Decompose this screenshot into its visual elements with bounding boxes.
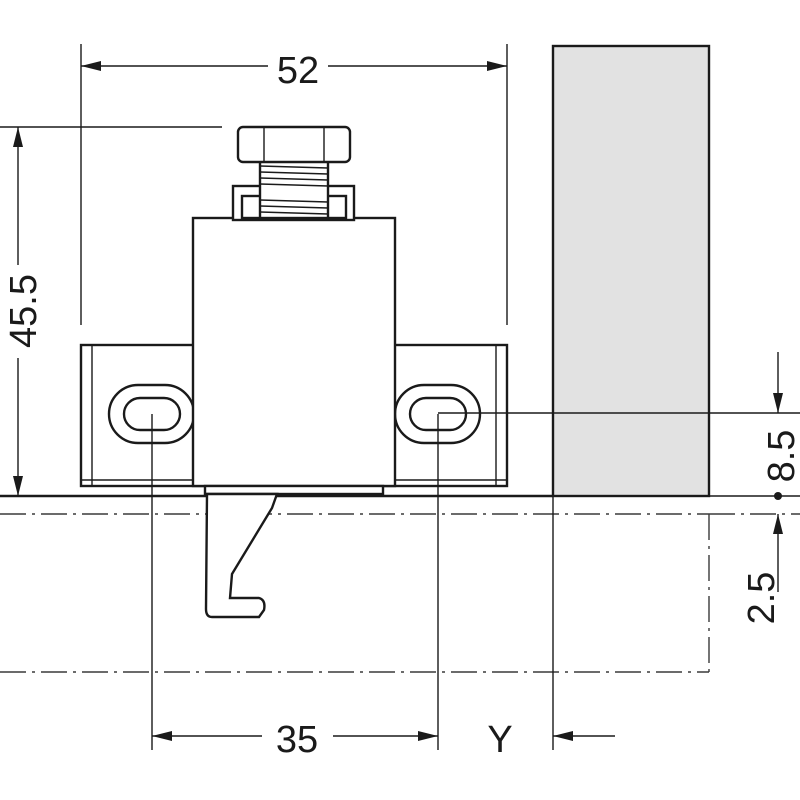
- side-panel: [551, 44, 711, 498]
- catch-housing: [191, 216, 397, 496]
- dimension-overlap-label: 2.5: [741, 572, 783, 625]
- dimension-overlap: 2.5: [741, 514, 783, 624]
- dimension-hole-spacing: 35: [152, 719, 438, 761]
- dimension-hole-offset-label: 8.5: [761, 430, 800, 483]
- dimension-height-label: 45.5: [3, 274, 45, 348]
- dimension-width-label: 52: [277, 50, 319, 92]
- dimension-hole-spacing-label: 35: [276, 719, 318, 761]
- dimension-hole-offset: 8.5: [438, 352, 800, 500]
- dimension-door-gap-label: Y: [487, 719, 512, 761]
- adjustment-screw: [231, 125, 356, 222]
- hole-centerlines: [151, 414, 554, 750]
- dimension-height: 45.5: [0, 126, 222, 496]
- latch-hook: [204, 492, 279, 619]
- dimension-door-gap: Y: [487, 719, 615, 761]
- dimension-width: 52: [80, 44, 508, 325]
- door-outline-dashed: [0, 513, 800, 673]
